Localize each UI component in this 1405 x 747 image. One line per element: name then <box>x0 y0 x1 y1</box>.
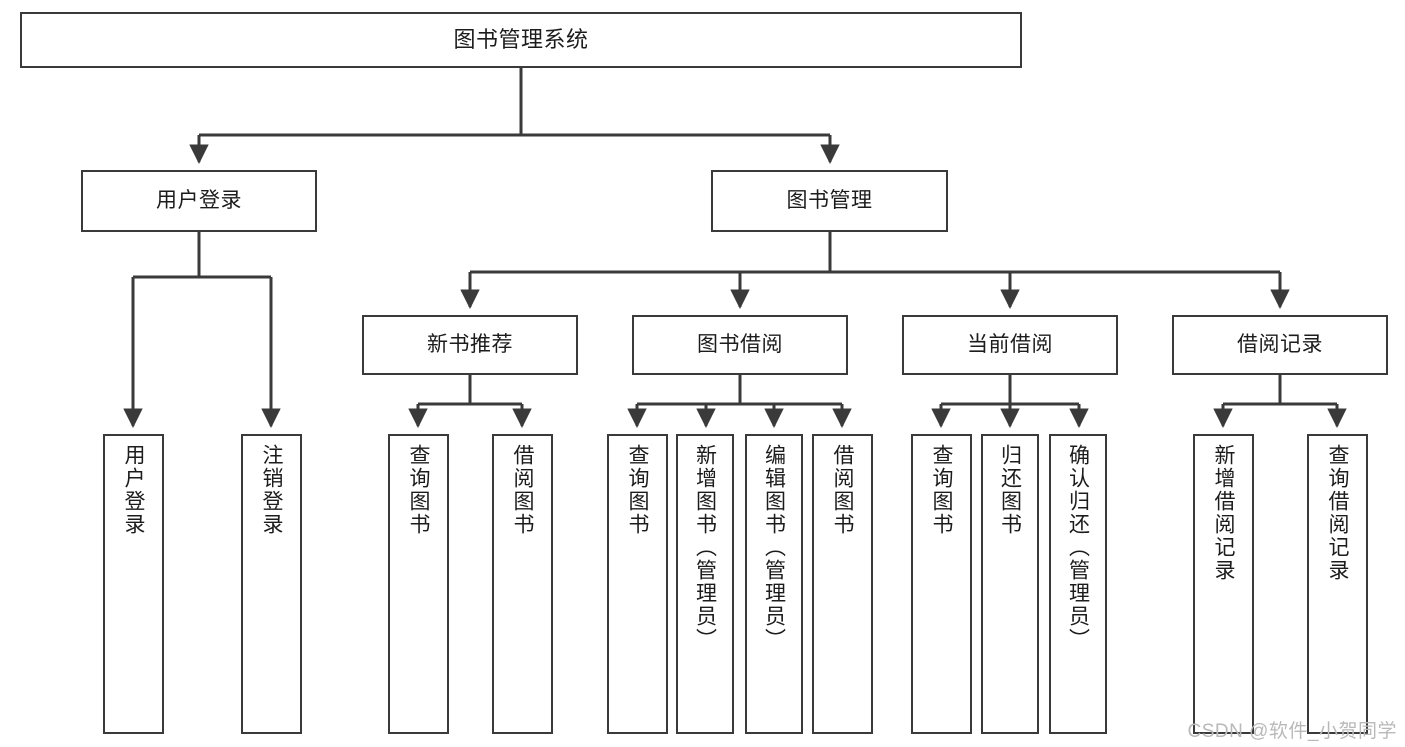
leaf-borrow-book-recommend[interactable]: 借阅图书 <box>492 434 553 734</box>
leaf-add-book[interactable]: 新增图书（管理员） <box>676 434 734 734</box>
leaf-borrow-book[interactable]: 借阅图书 <box>812 434 873 734</box>
node-label: 新增图书（管理员） <box>693 444 717 651</box>
leaf-return-book[interactable]: 归还图书 <box>981 434 1039 734</box>
node-root-system[interactable]: 图书管理系统 <box>20 12 1022 68</box>
node-label: 归还图书 <box>998 444 1022 536</box>
node-label: 注销登录 <box>260 444 283 536</box>
node-label: 新增借阅记录 <box>1212 444 1235 582</box>
leaf-confirm-return[interactable]: 确认归还（管理员） <box>1049 434 1107 734</box>
csdn-watermark: CSDN @软件_小贺同学 <box>1187 721 1397 742</box>
leaf-user-login[interactable]: 用户登录 <box>103 434 164 734</box>
leaf-edit-book[interactable]: 编辑图书（管理员） <box>745 434 803 734</box>
node-label: 查询图书 <box>626 444 649 536</box>
node-label: 借阅图书 <box>831 444 854 536</box>
node-new-book-recommend[interactable]: 新书推荐 <box>362 315 578 375</box>
node-label: 查询借阅记录 <box>1326 444 1349 582</box>
node-label: 新书推荐 <box>427 332 513 356</box>
leaf-query-book-current[interactable]: 查询图书 <box>911 434 972 734</box>
node-current-borrow[interactable]: 当前借阅 <box>902 315 1118 375</box>
node-label: 借阅记录 <box>1237 332 1323 356</box>
leaf-query-book-borrow[interactable]: 查询图书 <box>607 434 668 734</box>
node-label: 图书管理系统 <box>453 27 589 53</box>
leaf-add-borrow-record[interactable]: 新增借阅记录 <box>1193 434 1254 734</box>
node-user-login[interactable]: 用户登录 <box>81 170 317 232</box>
leaf-query-borrow-record[interactable]: 查询借阅记录 <box>1307 434 1368 734</box>
leaf-user-logout[interactable]: 注销登录 <box>241 434 302 734</box>
node-book-borrow[interactable]: 图书借阅 <box>632 315 848 375</box>
node-label: 确认归还（管理员） <box>1066 444 1090 651</box>
node-label: 当前借阅 <box>967 332 1053 356</box>
node-label: 查询图书 <box>407 444 430 536</box>
node-label: 借阅图书 <box>511 444 534 536</box>
node-label: 查询图书 <box>930 444 953 536</box>
node-label: 图书管理 <box>786 188 873 212</box>
node-borrow-record[interactable]: 借阅记录 <box>1172 315 1388 375</box>
node-label: 用户登录 <box>122 444 145 536</box>
node-label: 用户登录 <box>156 188 242 212</box>
node-label: 图书借阅 <box>697 332 783 356</box>
node-book-management[interactable]: 图书管理 <box>711 170 948 232</box>
leaf-query-book-recommend[interactable]: 查询图书 <box>388 434 449 734</box>
node-label: 编辑图书（管理员） <box>762 444 786 651</box>
